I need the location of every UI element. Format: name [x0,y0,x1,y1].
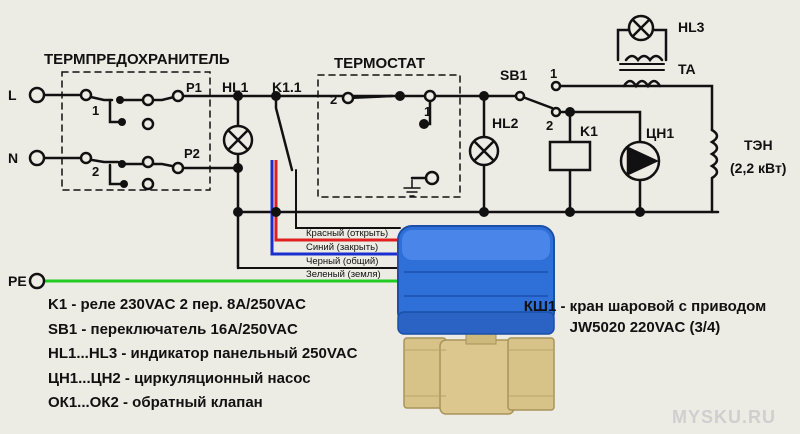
blue-wire-label: Синий (закрыть) [306,242,378,253]
k1-coil [548,140,592,172]
valve-caption-line2: JW5020 220VAC (3/4) [569,319,721,336]
component-legend: K1 - реле 230VAC 2 пер. 8А/250VAC SB1 - … [48,296,357,419]
wire-n [43,156,120,164]
green-wire-label: Зеленый (земля) [306,269,381,280]
sb1-label: SB1 [500,67,527,83]
terminal-pe [28,272,46,290]
line-l-label: L [8,87,17,103]
hl2-label: HL2 [492,115,519,131]
legend-item: ЦН1...ЦН2 - циркуляционный насос [48,369,311,387]
cn1-label: ЦН1 [646,125,674,141]
thermostat-label: ТЕРМОСТАТ [334,55,425,72]
sb1-pin2-label: 2 [546,118,553,133]
legend-item: HL1...HL3 - индикатор панельный 250VAC [48,345,358,362]
termfuse-box [61,71,211,191]
terminal-n [28,149,46,167]
ta-label: TA [678,61,696,77]
black-wire-label: Черный (общий) [306,256,378,267]
thermo-pin2-label: 2 [330,92,337,107]
hl3-label: HL3 [678,19,705,35]
line-pe-label: PE [8,273,27,289]
sb1-pin1-label: 1 [550,66,557,81]
p2-label: P2 [184,146,200,161]
valve-caption: КШ1 - кран шаровой с приводом JW5020 220… [500,296,790,338]
thermostat-box [317,74,461,198]
ten-power-label: (2,2 кВт) [730,160,786,176]
red-wire [274,160,400,242]
fuse-pin2-label: 2 [92,164,99,179]
k11-label: K1.1 [272,79,302,95]
line-n-label: N [8,150,18,166]
ten-title-label: ТЭН [744,137,773,153]
valve-caption-line1: КШ1 - кран шаровой с приводом [523,298,767,315]
red-wire-label: Красный (открыть) [306,228,388,239]
k1-label: K1 [580,123,598,139]
termfuse-label: ТЕРМПРЕДОХРАНИТЕЛЬ [44,51,230,68]
thermo-pin1-label: 1 [424,104,431,119]
blue-wire [270,160,400,256]
legend-item: SB1 - переключатель 16A/250VAC [48,320,298,338]
hl2-lamp [468,135,500,167]
hl1-lamp [222,124,254,156]
ball-valve [397,225,555,415]
legend-item: K1 - реле 230VAC 2 пер. 8А/250VAC [48,296,306,313]
wire-l [43,93,114,102]
hl3-lamp [627,14,655,42]
watermark: MYSKU.RU [671,407,776,427]
pump-symbol [619,140,661,182]
fuse-pin1-label: 1 [92,103,99,118]
terminal-l [28,86,46,104]
legend-item: ОК1...ОК2 - обратный клапан [48,394,263,411]
p1-label: P1 [186,80,202,95]
hl1-label: HL1 [222,79,249,95]
